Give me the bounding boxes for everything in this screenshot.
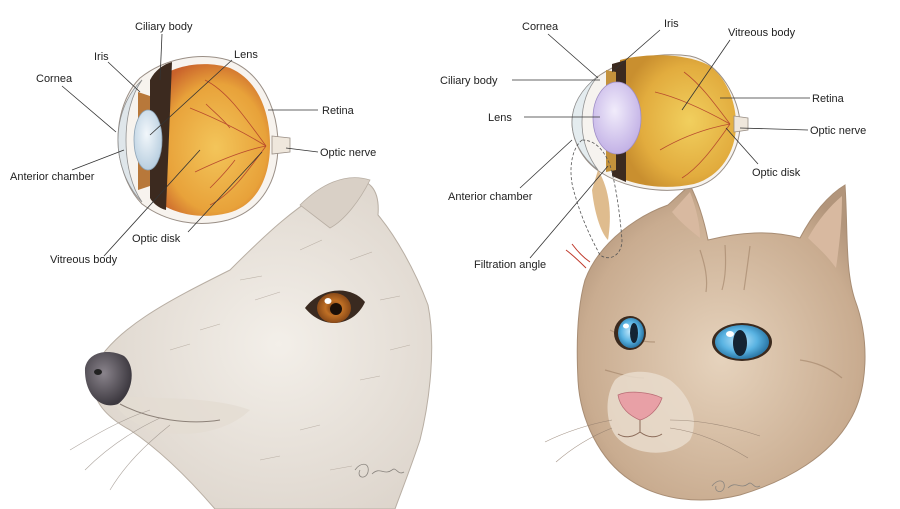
label-dog-anterior-chamber: Anterior chamber (10, 171, 95, 183)
label-cat-cornea: Cornea (522, 21, 559, 33)
label-dog-cornea: Cornea (36, 73, 73, 85)
label-dog-retina: Retina (322, 105, 355, 117)
cat-eye-right (712, 323, 772, 361)
label-cat-optic-nerve: Optic nerve (810, 125, 866, 137)
label-cat-optic-disk: Optic disk (752, 167, 801, 179)
artist-signature-cat (711, 480, 761, 492)
label-cat-lens: Lens (488, 112, 512, 124)
cat-eye-labels: Cornea Iris Vitreous body Ciliary body R… (440, 18, 866, 271)
label-dog-ciliary-body: Ciliary body (135, 21, 193, 33)
cat-nose (617, 391, 663, 421)
cat-eye-cross-section (565, 54, 749, 269)
label-dog-optic-nerve: Optic nerve (320, 147, 376, 159)
dog-nose (84, 352, 132, 406)
leader-lines (61, 29, 810, 259)
label-cat-iris: Iris (664, 18, 679, 30)
label-cat-vitreous-body: Vitreous body (728, 27, 796, 39)
label-dog-optic-disk: Optic disk (132, 233, 181, 245)
dog-eye-labels: Ciliary body Iris Lens Cornea Retina Opt… (10, 21, 376, 266)
label-dog-lens: Lens (234, 49, 258, 61)
dog-lens-shape (133, 109, 163, 171)
label-cat-anterior-chamber: Anterior chamber (448, 191, 533, 203)
label-cat-ciliary-body: Ciliary body (440, 75, 498, 87)
artist-signature (354, 463, 405, 478)
label-cat-retina: Retina (812, 93, 845, 105)
cat-lens-shape (592, 81, 642, 155)
label-dog-vitreous-body: Vitreous body (50, 254, 118, 266)
cat-head-illustration (544, 184, 866, 501)
cat-eye-left (614, 316, 646, 350)
label-dog-iris: Iris (94, 51, 109, 63)
dog-eye (305, 290, 365, 323)
dog-eye-cross-section (117, 56, 291, 224)
label-cat-filtration-angle: Filtration angle (474, 259, 546, 271)
dog-head-illustration (69, 177, 433, 509)
